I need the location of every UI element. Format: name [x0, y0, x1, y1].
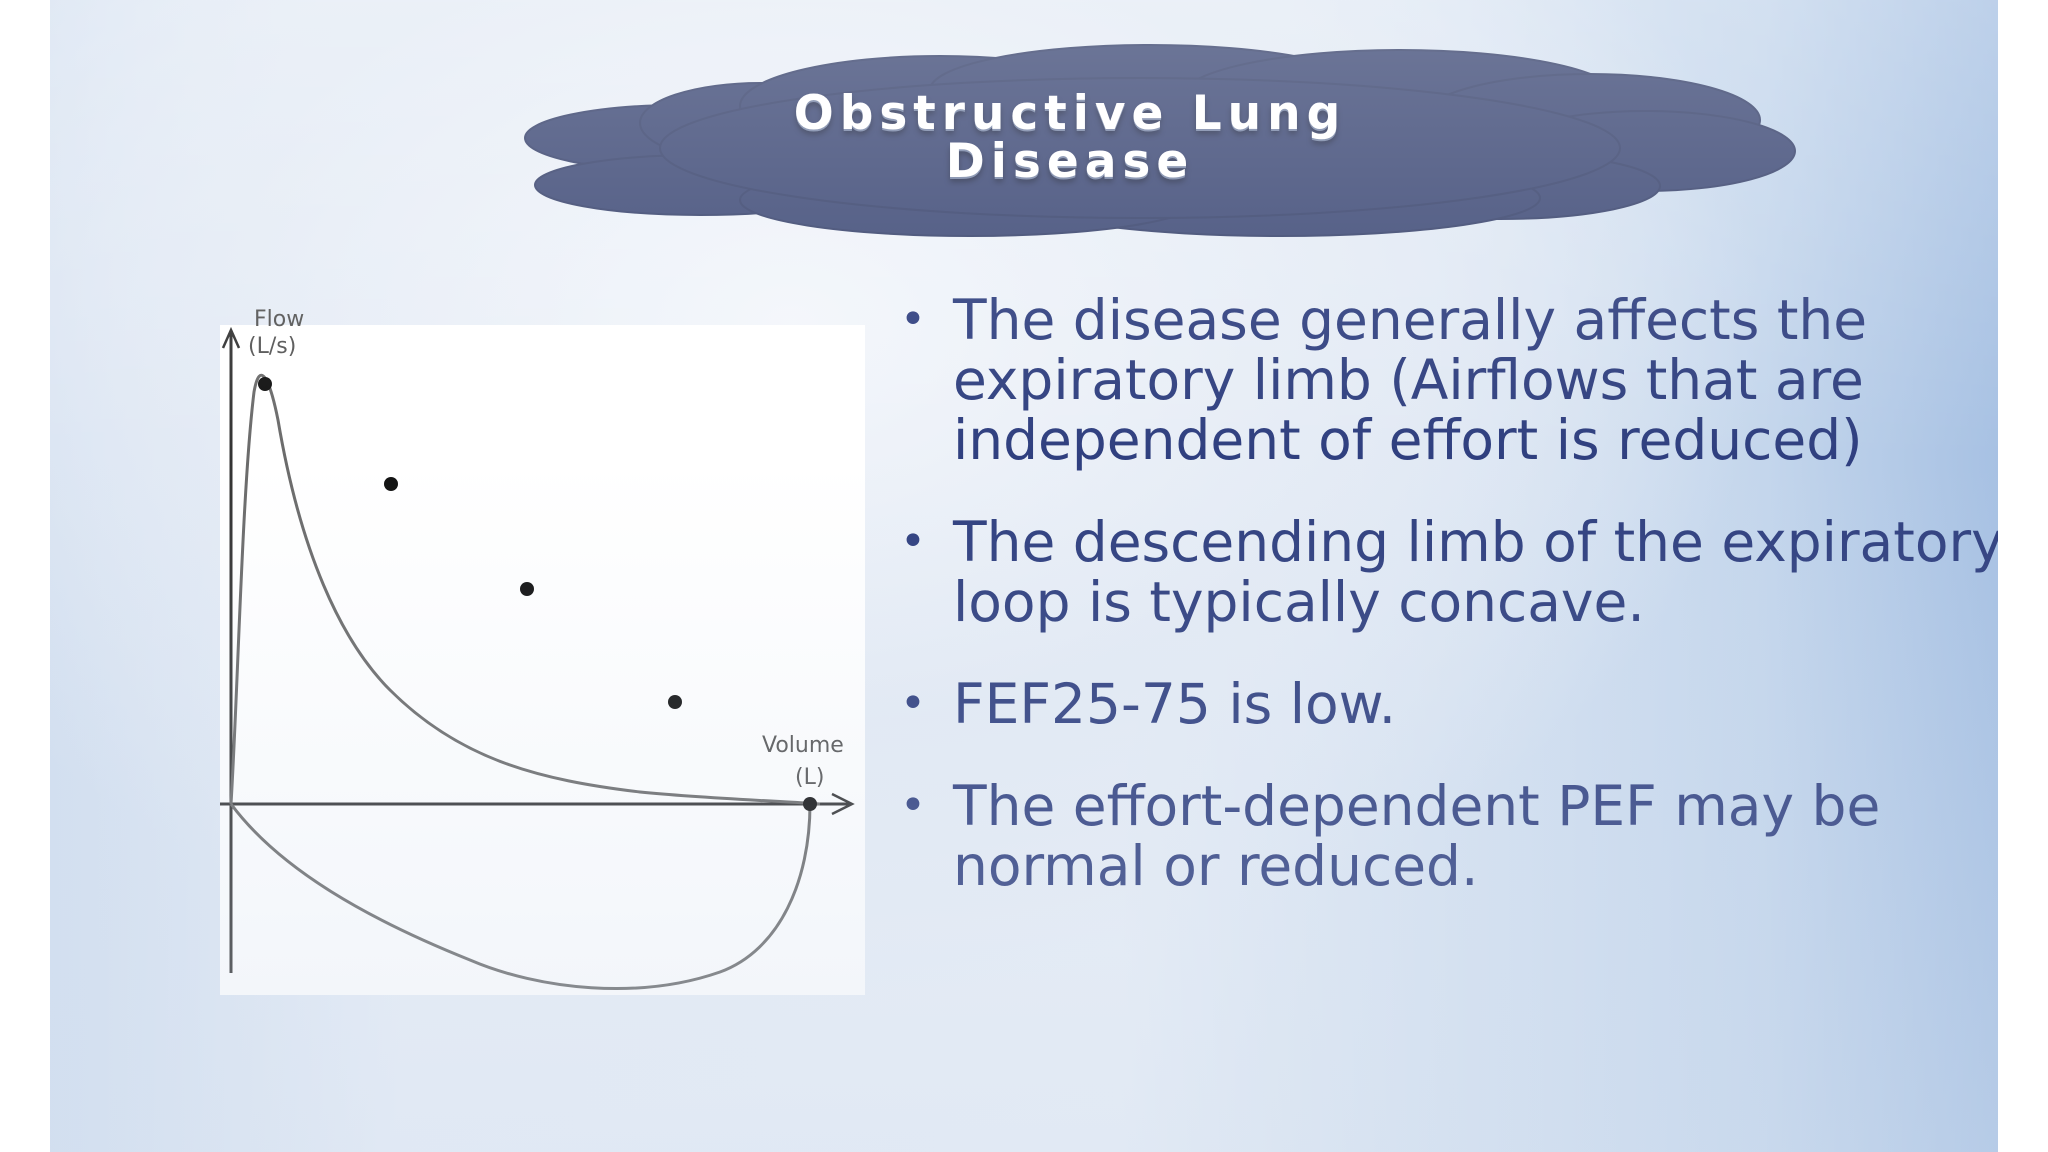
flow-point-50	[520, 582, 534, 596]
flow-volume-loop-figure: Flow (L/s) Volume (L)	[220, 307, 870, 1000]
expiratory-limb-curve	[229, 373, 821, 806]
left-margin	[0, 0, 50, 1152]
bullet-list: • The disease generally affects the expi…	[900, 290, 2030, 938]
bullet-text: The disease generally affects the expira…	[953, 288, 1868, 472]
figure-background	[220, 325, 865, 995]
volume-axis-unit: (L)	[795, 765, 824, 790]
slide-canvas: Obstructive Lung Disease Flow (L/s)	[50, 0, 2004, 1152]
flow-volume-loop-image: Flow (L/s) Volume (L)	[220, 307, 855, 991]
bullet-dot: •	[900, 516, 926, 567]
flow-axis-unit: (L/s)	[248, 334, 296, 359]
bullet-item: • FEF25-75 is low.	[900, 674, 2030, 734]
slide-title-line-1: Obstructive Lung	[793, 86, 1347, 141]
bullet-item: • The effort-dependent PEF may be normal…	[900, 776, 2030, 896]
bullet-item: • The descending limb of the expiratory …	[900, 512, 2030, 632]
right-margin	[1998, 0, 2048, 1152]
bullet-item: • The disease generally affects the expi…	[900, 290, 2030, 470]
bullet-dot: •	[900, 780, 926, 831]
inspiratory-limb-curve	[229, 803, 812, 991]
bullet-text: FEF25-75 is low.	[953, 672, 1397, 736]
residual-volume-point	[803, 797, 817, 811]
peak-flow-point	[258, 377, 272, 391]
flow-axis-label: Flow	[254, 307, 304, 332]
bullet-dot: •	[900, 678, 926, 729]
flow-point-25	[384, 477, 398, 491]
flow-point-75	[668, 695, 682, 709]
cloud-shape	[524, 44, 1796, 237]
bullet-text: The effort-dependent PEF may be normal o…	[953, 774, 1881, 898]
bullet-dot: •	[900, 294, 926, 345]
title-cloud: Obstructive Lung Disease	[320, 28, 1820, 268]
slide-title: Obstructive Lung Disease	[320, 90, 1820, 186]
slide-title-line-2: Disease	[945, 134, 1195, 189]
flow-axis-arrow-icon	[221, 326, 241, 349]
bullet-text: The descending limb of the expiratory lo…	[953, 510, 2004, 634]
volume-axis-label: Volume	[762, 733, 844, 758]
volume-axis-arrow-icon	[831, 792, 855, 816]
